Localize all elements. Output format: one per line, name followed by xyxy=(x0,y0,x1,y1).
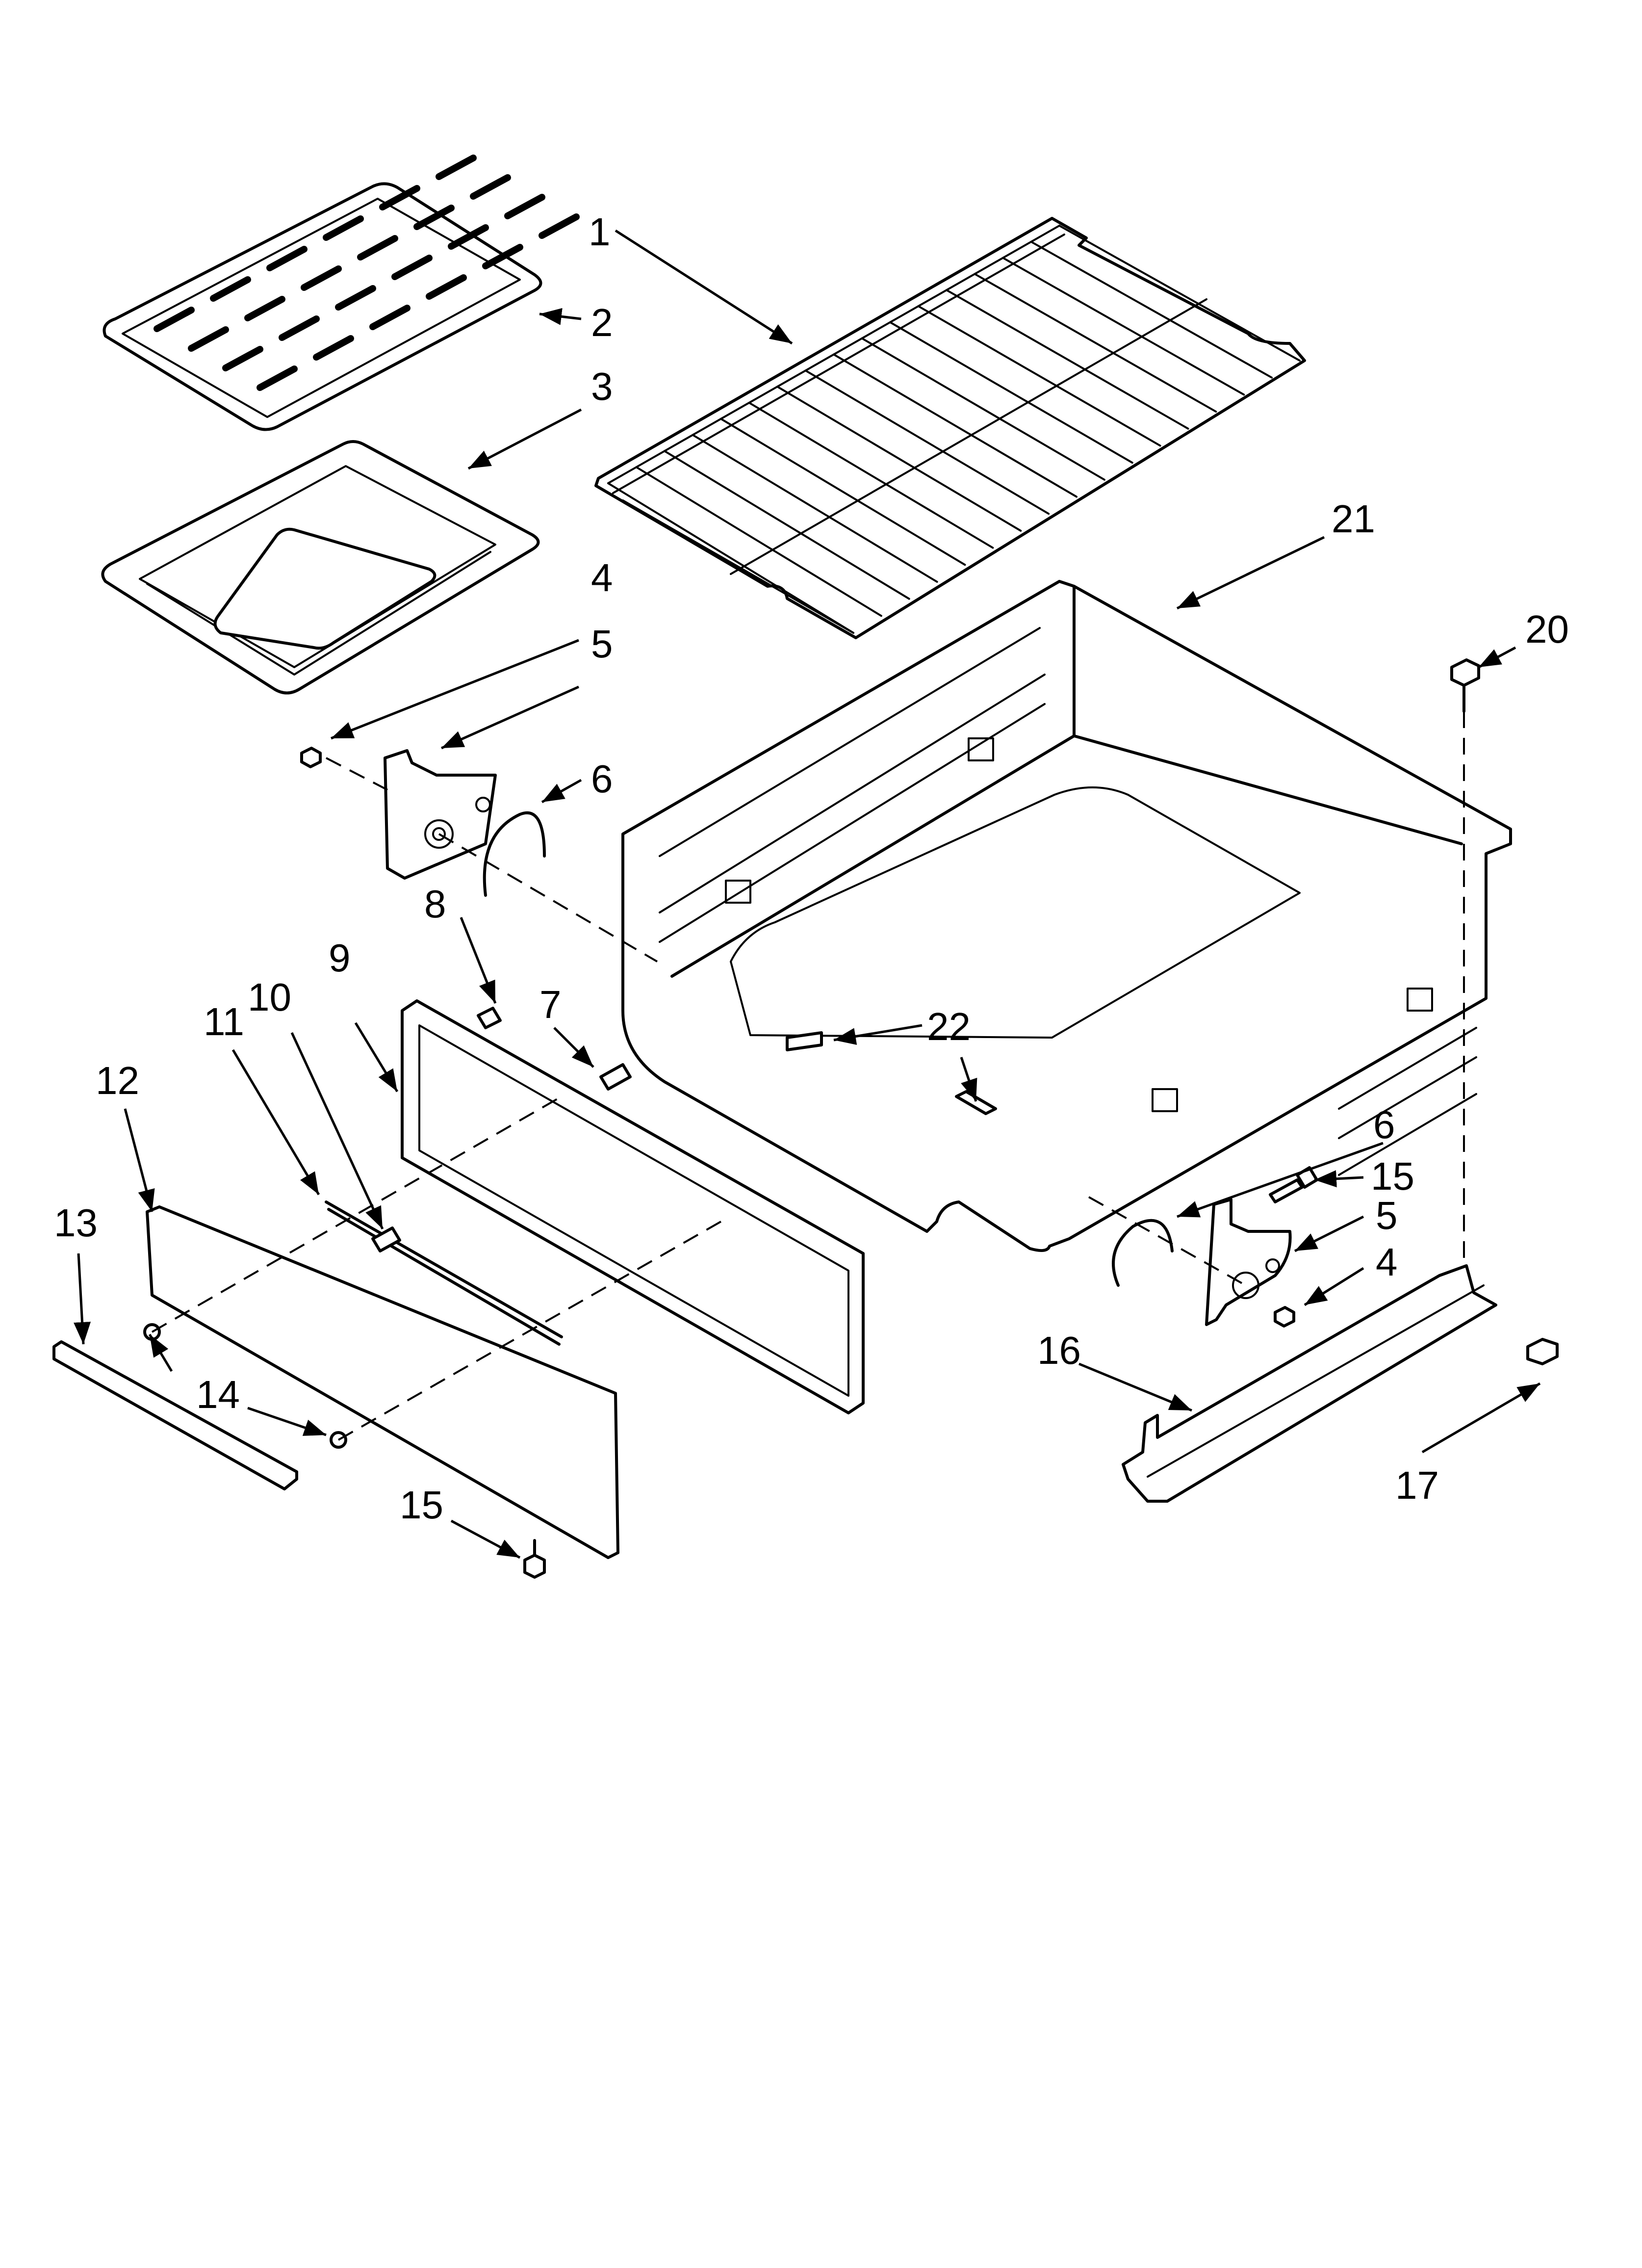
callout-2: 2 xyxy=(591,301,613,344)
drawer-front-panel xyxy=(146,1205,619,1559)
spring-lower xyxy=(1112,1219,1174,1287)
callout-20: 20 xyxy=(1525,607,1569,651)
spring-upper xyxy=(483,811,546,897)
callouts: 1 2 3 4 5 6 7 8 9 10 11 12 13 14 15 15 1… xyxy=(54,210,1569,1527)
callout-3: 3 xyxy=(591,365,613,408)
callout-1: 1 xyxy=(589,210,611,254)
leader-lines xyxy=(74,229,1541,1559)
callout-5-right: 5 xyxy=(1376,1194,1398,1237)
broiler-pan xyxy=(101,440,540,695)
callout-8: 8 xyxy=(424,882,446,926)
callout-10: 10 xyxy=(248,975,291,1019)
drawer-bracket-right xyxy=(1205,1198,1292,1326)
callout-4: 4 xyxy=(591,556,613,600)
callout-4-right: 4 xyxy=(1376,1240,1398,1284)
broiler-pan-grid xyxy=(103,155,580,431)
hinge-rod xyxy=(325,1200,563,1346)
screw-7 xyxy=(599,1063,632,1091)
callout-9: 9 xyxy=(329,936,351,980)
leveling-rail xyxy=(1122,1264,1497,1503)
callout-15-bottom: 15 xyxy=(400,1483,443,1527)
pin-22-upper xyxy=(786,1031,823,1051)
storage-drawer xyxy=(621,580,1512,1252)
drawer-front-frame xyxy=(401,999,865,1414)
screw-15-bottom xyxy=(523,1539,546,1579)
drawer-bracket-left xyxy=(384,749,497,880)
callout-6-right: 6 xyxy=(1373,1103,1395,1147)
callout-13: 13 xyxy=(54,1201,98,1245)
callout-14: 14 xyxy=(196,1373,240,1416)
oven-rack xyxy=(594,217,1306,639)
assembly-lines xyxy=(152,711,1465,1441)
nut-lower xyxy=(1274,1306,1295,1328)
nut-upper xyxy=(300,747,322,768)
callout-6: 6 xyxy=(591,757,613,801)
handle-trim xyxy=(52,1340,298,1490)
screw-8 xyxy=(477,1007,502,1029)
screw-15-right xyxy=(1269,1166,1318,1203)
callout-17: 17 xyxy=(1395,1463,1439,1507)
callout-5: 5 xyxy=(591,622,613,666)
callout-22: 22 xyxy=(927,1005,971,1048)
callout-21: 21 xyxy=(1332,497,1375,541)
screw-10 xyxy=(371,1226,401,1252)
callout-12: 12 xyxy=(96,1059,139,1102)
callout-11: 11 xyxy=(204,1000,244,1043)
leveling-leg xyxy=(1526,1338,1559,1365)
screw-20 xyxy=(1450,658,1480,713)
callout-7: 7 xyxy=(539,983,562,1026)
callout-16: 16 xyxy=(1037,1329,1081,1372)
callout-15-right: 15 xyxy=(1371,1154,1414,1198)
